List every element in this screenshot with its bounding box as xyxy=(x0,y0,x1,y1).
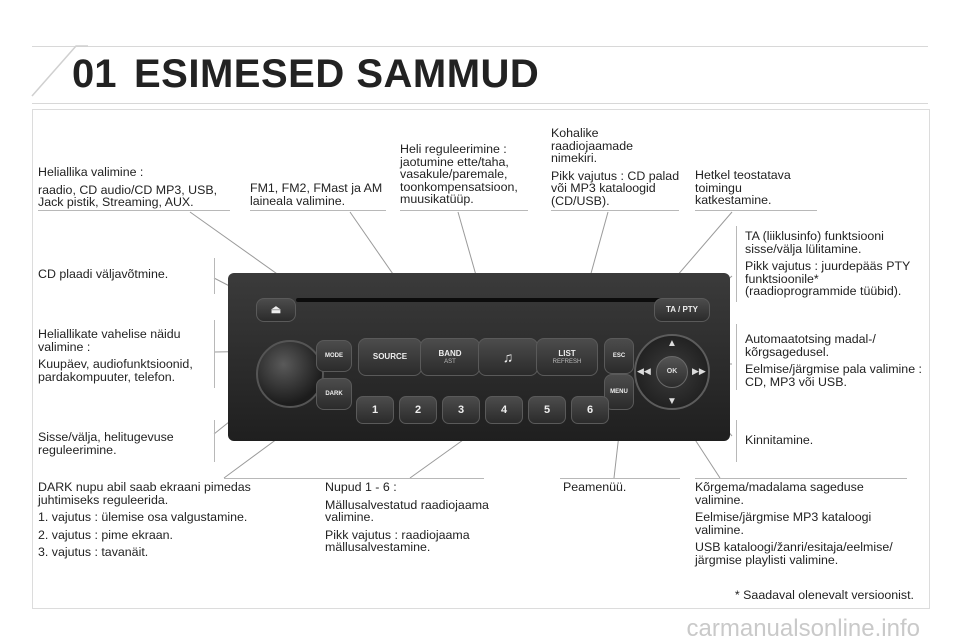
music-button[interactable]: ♫ xyxy=(478,338,538,376)
dark-button[interactable]: DARK xyxy=(316,378,352,410)
header-corner xyxy=(31,45,88,97)
underline-updown xyxy=(695,478,907,479)
underline-sound xyxy=(400,210,528,211)
underline-list xyxy=(551,210,679,211)
underline-esc xyxy=(695,210,817,211)
preset-button-3[interactable]: 3 xyxy=(442,396,480,424)
band-button-sublabel: AST xyxy=(444,359,456,365)
vline-ta xyxy=(736,226,737,302)
label-tuning: Automaatotsing madal-/ kõrgsagedusel.Eel… xyxy=(745,332,922,389)
header-frame xyxy=(32,46,928,104)
underline-dark xyxy=(224,478,332,479)
ok-button[interactable]: OK xyxy=(656,356,688,388)
source-button[interactable]: SOURCE xyxy=(358,338,422,376)
vline-power xyxy=(214,420,215,462)
list-button[interactable]: LIST REFRESH xyxy=(536,338,598,376)
esc-button[interactable]: ESC xyxy=(604,338,634,374)
label-band: FM1, FM2, FMast ja AM laineala valimine. xyxy=(250,181,383,208)
vline-tuning xyxy=(736,324,737,390)
label-menu: Peamenüü. xyxy=(563,480,627,494)
preset-button-2[interactable]: 2 xyxy=(399,396,437,424)
up-arrow-icon[interactable]: ▲ xyxy=(667,338,677,349)
underline-menu xyxy=(560,478,680,479)
menu-button[interactable]: MENU xyxy=(604,374,634,410)
label-ta: TA (liiklusinfo) funktsiooni sisse/välja… xyxy=(745,229,911,298)
watermark: carmanualsonline.info xyxy=(686,615,920,642)
label-source: Heliallika valimine :raadio, CD audio/CD… xyxy=(38,165,218,209)
page-title: ESIMESED SAMMUD xyxy=(134,52,540,96)
label-updown: Kõrgema/madalama sageduse valimine.Eelmi… xyxy=(695,480,893,567)
underline-presets xyxy=(316,478,484,479)
volume-knob[interactable] xyxy=(256,340,324,408)
chapter-number: 01 xyxy=(72,52,117,96)
label-ok: Kinnitamine. xyxy=(745,433,814,447)
label-mode: Heliallikate vahelise näidu valimine :Ku… xyxy=(38,327,193,384)
vline-ok xyxy=(736,420,737,462)
label-list: Kohalike raadiojaamade nimekiri.Pikk vaj… xyxy=(551,126,680,208)
underline-source xyxy=(38,210,230,211)
label-eject: CD plaadi väljavõtmine. xyxy=(38,267,169,281)
rewind-icon[interactable]: ◀◀ xyxy=(637,366,651,376)
label-sound: Heli reguleerimine : jaotumine ette/taha… xyxy=(400,142,518,206)
eject-button[interactable]: ⏏ xyxy=(256,298,296,322)
preset-button-5[interactable]: 5 xyxy=(528,396,566,424)
preset-button-1[interactable]: 1 xyxy=(356,396,394,424)
label-esc: Hetkel teostatava toimingu katkestamine. xyxy=(695,168,791,207)
preset-button-4[interactable]: 4 xyxy=(485,396,523,424)
fast-forward-icon[interactable]: ▶▶ xyxy=(692,366,706,376)
mode-button[interactable]: MODE xyxy=(316,340,352,372)
label-dark: DARK nupu abil saab ekraani pimedas juht… xyxy=(38,480,251,559)
underline-band xyxy=(250,210,386,211)
preset-button-6[interactable]: 6 xyxy=(571,396,609,424)
footnote: * Saadaval olenevalt versioonist. xyxy=(734,588,914,602)
label-presets: Nupud 1 - 6 :Mällusalvestatud raadiojaam… xyxy=(325,480,489,554)
vline-mode xyxy=(214,320,215,388)
label-power: Sisse/välja, helitugevuse reguleerimine. xyxy=(38,430,174,457)
cd-slot xyxy=(296,298,696,302)
content-box xyxy=(32,109,930,609)
list-button-sublabel: REFRESH xyxy=(552,359,582,365)
band-button-label: BAND xyxy=(438,349,462,358)
band-button[interactable]: BAND AST xyxy=(420,338,480,376)
vline-eject xyxy=(214,258,215,294)
list-button-label: LIST xyxy=(558,349,576,358)
ta-pty-button[interactable]: TA / PTY xyxy=(654,298,710,322)
down-arrow-icon[interactable]: ▼ xyxy=(667,396,677,407)
